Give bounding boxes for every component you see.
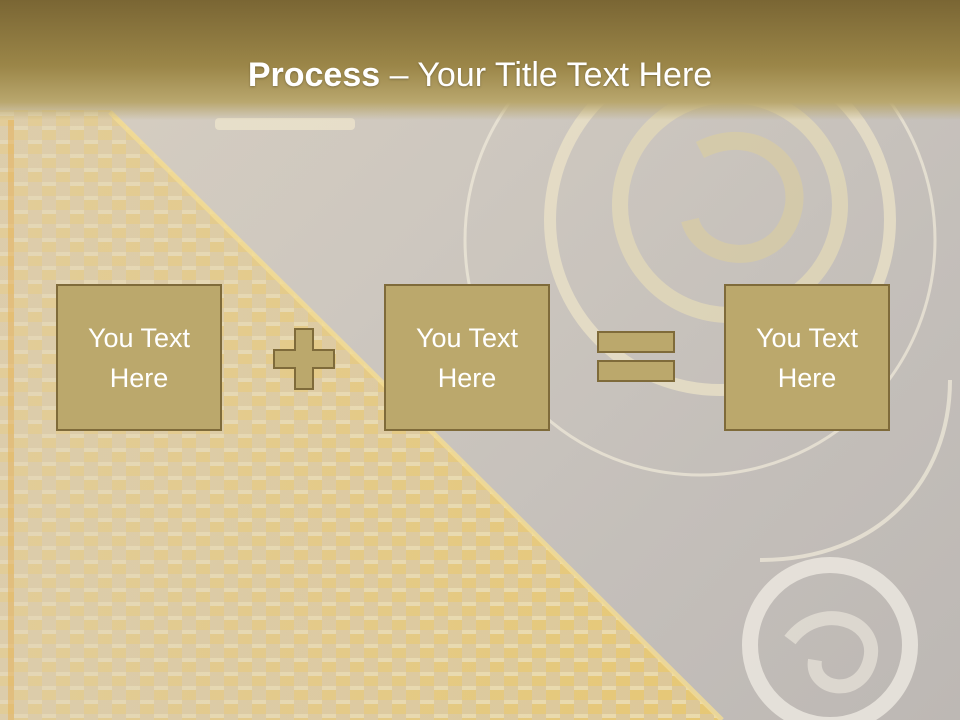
process-box-3[interactable]: You Text Here [724, 284, 890, 431]
process-box-2-label: You Text Here [415, 322, 519, 393]
swirl-small [742, 557, 918, 720]
process-box-2[interactable]: You Text Here [384, 284, 550, 431]
process-box-3-label: You Text Here [755, 322, 859, 393]
slide-title[interactable]: Process – Your Title Text Here [0, 52, 960, 98]
left-edge-bar [8, 120, 14, 720]
title-rest: – Your Title Text Here [380, 56, 713, 94]
small-plate [215, 118, 355, 130]
title-band [0, 0, 960, 120]
title-bold: Process [247, 56, 381, 94]
process-box-1[interactable]: You Text Here [56, 284, 222, 431]
plus-icon[interactable] [273, 328, 335, 390]
equals-icon[interactable] [596, 330, 676, 384]
process-box-1-label: You Text Here [87, 322, 191, 393]
